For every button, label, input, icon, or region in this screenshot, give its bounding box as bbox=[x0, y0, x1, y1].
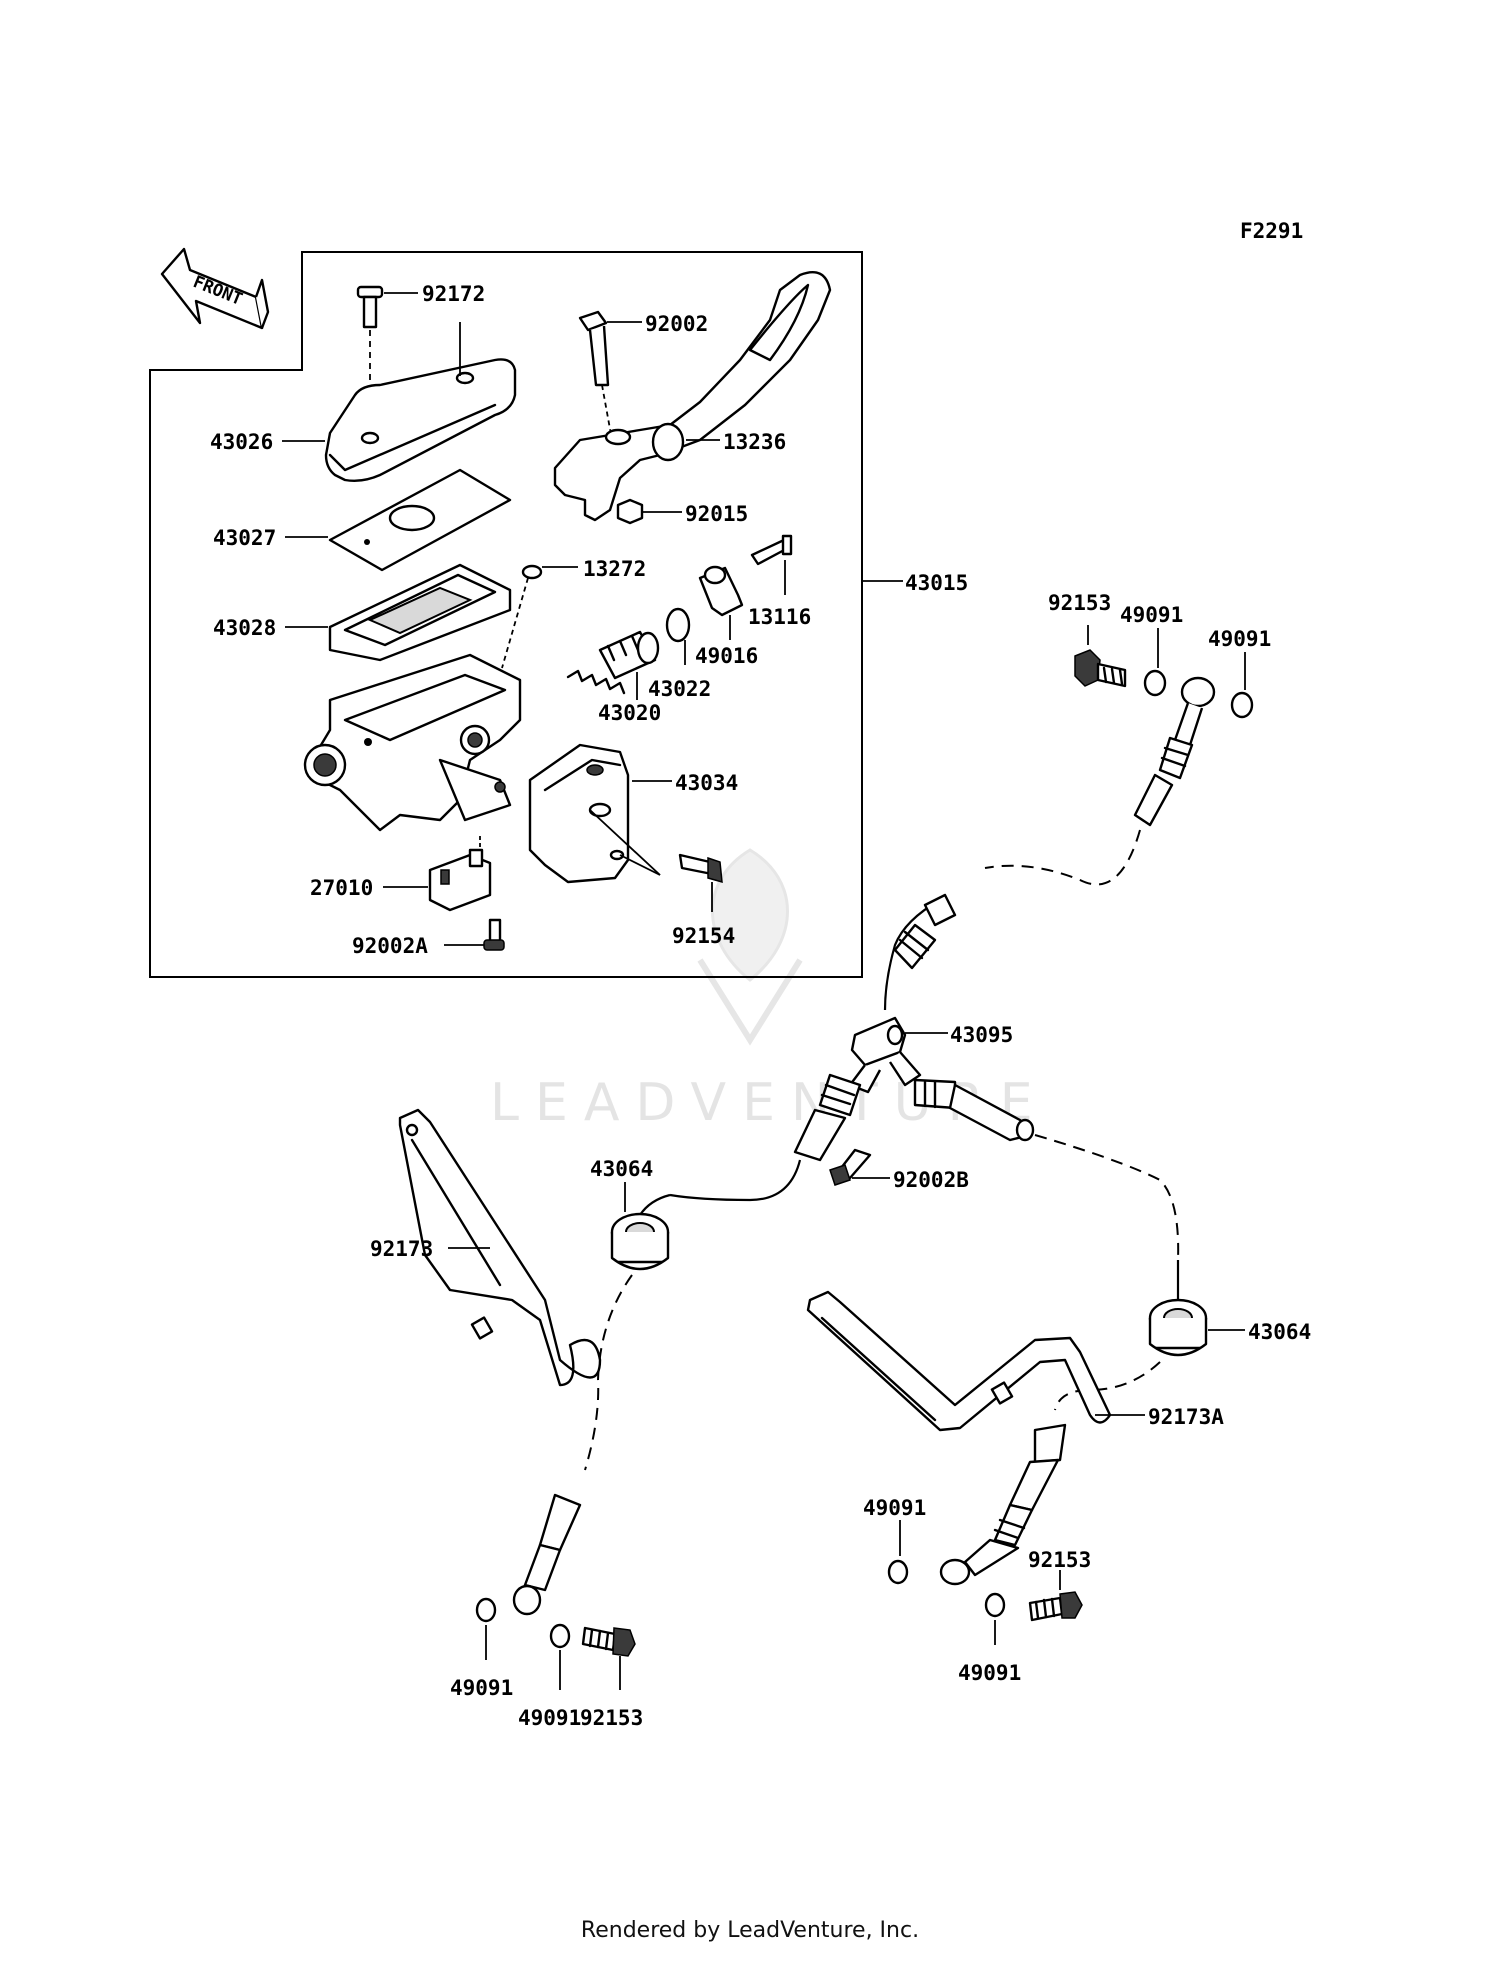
reservoir-cap-43026 bbox=[324, 358, 517, 483]
hose-left-fitting bbox=[793, 1073, 862, 1162]
bracket-92173 bbox=[398, 1108, 602, 1387]
hose-fitting-top bbox=[1133, 676, 1216, 827]
label-43034: 43034 bbox=[675, 771, 738, 795]
label-43028: 43028 bbox=[213, 616, 276, 640]
washer-49091-top1 bbox=[1143, 669, 1167, 697]
switch-27010 bbox=[428, 836, 492, 912]
boot-49016 bbox=[698, 565, 744, 617]
grommet-43064-left bbox=[610, 1212, 670, 1271]
label-92015: 92015 bbox=[685, 502, 748, 526]
label-49016: 49016 bbox=[695, 644, 758, 668]
label-92002A: 92002A bbox=[352, 934, 428, 958]
label-43064-right: 43064 bbox=[1248, 1320, 1311, 1344]
label-92153-left: 92153 bbox=[580, 1706, 643, 1730]
label-43064-left: 43064 bbox=[590, 1157, 653, 1181]
pin-13116 bbox=[750, 534, 793, 566]
label-13236: 13236 bbox=[723, 430, 786, 454]
label-13116: 13116 bbox=[748, 605, 811, 629]
label-49091-top2: 49091 bbox=[1208, 627, 1271, 651]
clip-13272 bbox=[501, 564, 543, 669]
piston-43020 bbox=[566, 630, 660, 695]
label-92153-top: 92153 bbox=[1048, 591, 1111, 615]
label-92172: 92172 bbox=[422, 282, 485, 306]
hose-fitting-lower-right bbox=[939, 1423, 1067, 1586]
label-92002: 92002 bbox=[645, 312, 708, 336]
label-13272: 13272 bbox=[583, 557, 646, 581]
label-92173: 92173 bbox=[370, 1237, 433, 1261]
label-92173A: 92173A bbox=[1148, 1405, 1224, 1429]
assembly-box bbox=[149, 251, 863, 978]
banjo-bolt-92153-top bbox=[1074, 649, 1127, 688]
footer-credit: Rendered by LeadVenture, Inc. bbox=[580, 1918, 920, 1943]
washer-49091-r1 bbox=[887, 1559, 909, 1585]
label-49091-top1: 49091 bbox=[1120, 603, 1183, 627]
label-92002B: 92002B bbox=[893, 1168, 969, 1192]
bolt-92154 bbox=[678, 853, 723, 884]
diagram-code: F2291 bbox=[1240, 219, 1303, 243]
diaphragm-43028 bbox=[328, 563, 512, 662]
label-43026: 43026 bbox=[210, 430, 273, 454]
washer-49091-r2 bbox=[984, 1592, 1006, 1618]
banjo-bolt-92153-right bbox=[1028, 1591, 1083, 1622]
label-43095: 43095 bbox=[950, 1023, 1013, 1047]
grommet-43064-right bbox=[1148, 1298, 1208, 1357]
clamp-43034 bbox=[528, 743, 630, 884]
bolt-92002 bbox=[578, 310, 613, 441]
label-49091-r1: 49091 bbox=[863, 1496, 926, 1520]
label-43020: 43020 bbox=[598, 701, 661, 725]
label-49091-l1: 49091 bbox=[450, 1676, 513, 1700]
label-49091-l2: 49091 bbox=[518, 1706, 581, 1730]
screw-92002b bbox=[829, 1148, 872, 1186]
washer-49091-l2 bbox=[549, 1623, 571, 1649]
label-49091-r2: 49091 bbox=[958, 1661, 1021, 1685]
banjo-bolt-92153-left bbox=[581, 1626, 636, 1657]
lever-13236 bbox=[553, 270, 832, 522]
master-cylinder-body bbox=[303, 653, 522, 832]
screw-92002a bbox=[483, 918, 505, 951]
washer-49091-l1 bbox=[475, 1597, 497, 1623]
label-43015: 43015 bbox=[905, 571, 968, 595]
label-92153-right: 92153 bbox=[1028, 1548, 1091, 1572]
label-92154: 92154 bbox=[672, 924, 735, 948]
label-27010: 27010 bbox=[310, 876, 373, 900]
circlip-43022 bbox=[665, 607, 691, 643]
label-43027: 43027 bbox=[213, 526, 276, 550]
hose-fitting-lower-left bbox=[512, 1493, 582, 1616]
label-43022: 43022 bbox=[648, 677, 711, 701]
nut-92015 bbox=[616, 498, 644, 525]
washer-49091-top2 bbox=[1230, 691, 1254, 719]
hose-right-fitting bbox=[913, 1078, 1035, 1142]
front-arrow-icon: FRONT bbox=[160, 247, 270, 330]
plate-43027 bbox=[328, 468, 512, 572]
bracket-92173a bbox=[806, 1290, 1112, 1432]
hose-upper-fitting bbox=[893, 893, 957, 970]
